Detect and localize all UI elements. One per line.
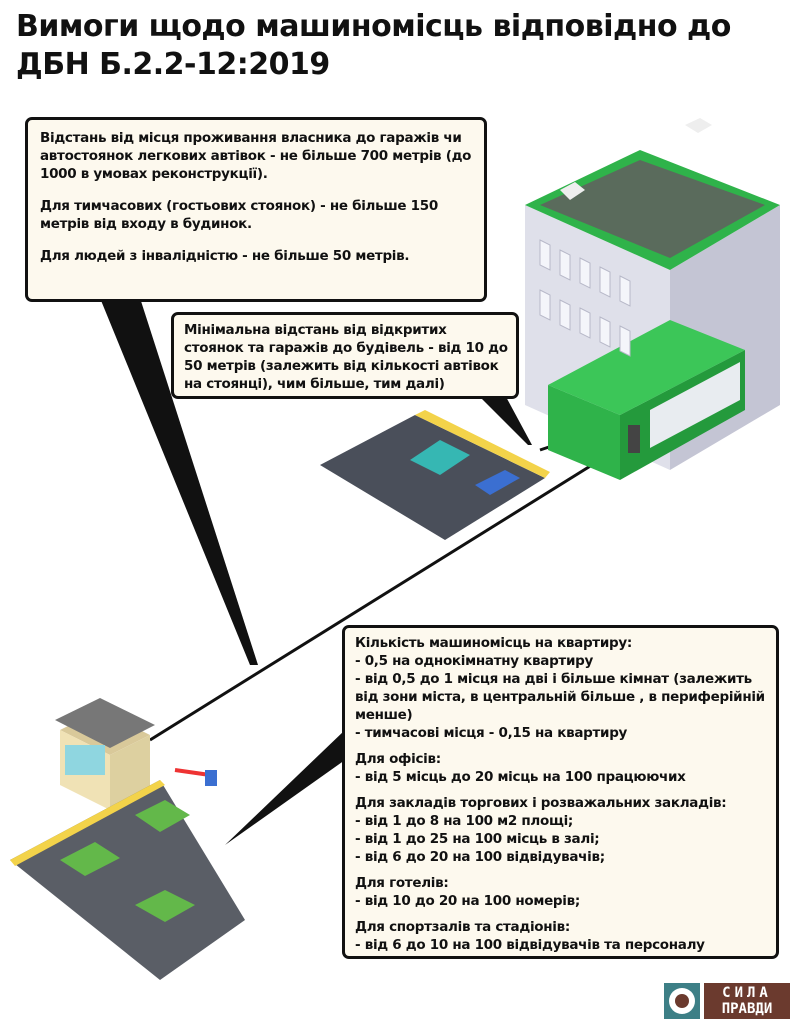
list-item: - від 10 до 20 на 100 номерів;: [355, 893, 580, 909]
pointer-norms: [225, 730, 345, 845]
min-distance-text: Мінімальна відстань від відкритих стояно…: [184, 322, 508, 392]
pointer-distance: [100, 298, 258, 665]
section-heading: Для спортзалів та стадіонів:: [355, 919, 570, 935]
logo-line1: СИЛА: [722, 985, 772, 1001]
sila-pravdy-logo: СИЛА ПРАВДИ: [664, 983, 790, 1019]
norms-section-offices: Для офісів: - від 5 місць до 20 місць на…: [355, 750, 768, 786]
distance-owner-text: Відстань від місця проживання власника д…: [40, 130, 472, 182]
list-item: - від 1 до 8 на 100 м2 площі;: [355, 813, 574, 829]
norms-section-hotels: Для готелів: - від 10 до 20 на 100 номер…: [355, 874, 768, 910]
list-item: - від 1 до 25 на 100 місць в залі;: [355, 831, 600, 847]
section-heading: Кількість машиномісць на квартиру:: [355, 635, 632, 651]
list-item: - від 6 до 10 на 100 відвідувачів та пер…: [355, 937, 705, 953]
page-title: Вимоги щодо машиномісць відповідно до ДБ…: [16, 9, 731, 82]
distance-info-box: Відстань від місця проживання власника д…: [25, 117, 487, 302]
norms-section-retail: Для закладів торгових і розважальних зак…: [355, 794, 768, 866]
section-heading: Для офісів:: [355, 751, 441, 767]
pointer-min-distance: [478, 395, 532, 445]
connection-line: [149, 458, 601, 742]
apartment-building: [525, 118, 780, 480]
norms-section-apartments: Кількість машиномісць на квартиру: - 0,5…: [355, 634, 768, 742]
section-heading: Для закладів торгових і розважальних зак…: [355, 795, 727, 811]
distance-guest-text: Для тимчасових (гостьових стоянок) - не …: [40, 198, 438, 232]
parking-norms-box: Кількість машиномісць на квартиру: - 0,5…: [342, 625, 779, 959]
distance-disabled-text: Для людей з інвалідністю - не більше 50 …: [40, 248, 410, 264]
min-distance-box: Мінімальна відстань від відкритих стояно…: [171, 312, 519, 399]
lower-parking-lot: [10, 768, 245, 980]
logo-mark-icon: [664, 983, 700, 1019]
logo-wordmark: СИЛА ПРАВДИ: [704, 983, 790, 1019]
list-item: - від 6 до 20 на 100 відвідувачів;: [355, 849, 605, 865]
list-item: - від 0,5 до 1 місця на дві і більше кім…: [355, 671, 765, 723]
list-item: - від 5 місць до 20 місць на 100 працююч…: [355, 769, 686, 785]
section-heading: Для готелів:: [355, 875, 449, 891]
logo-line2: ПРАВДИ: [721, 1001, 773, 1017]
list-item: - тимчасові місця - 0,15 на квартиру: [355, 725, 628, 741]
small-parking-lot: [320, 410, 550, 540]
list-item: - 0,5 на однокімнатну квартиру: [355, 653, 593, 669]
norms-section-sports: Для спортзалів та стадіонів: - від 6 до …: [355, 918, 768, 954]
